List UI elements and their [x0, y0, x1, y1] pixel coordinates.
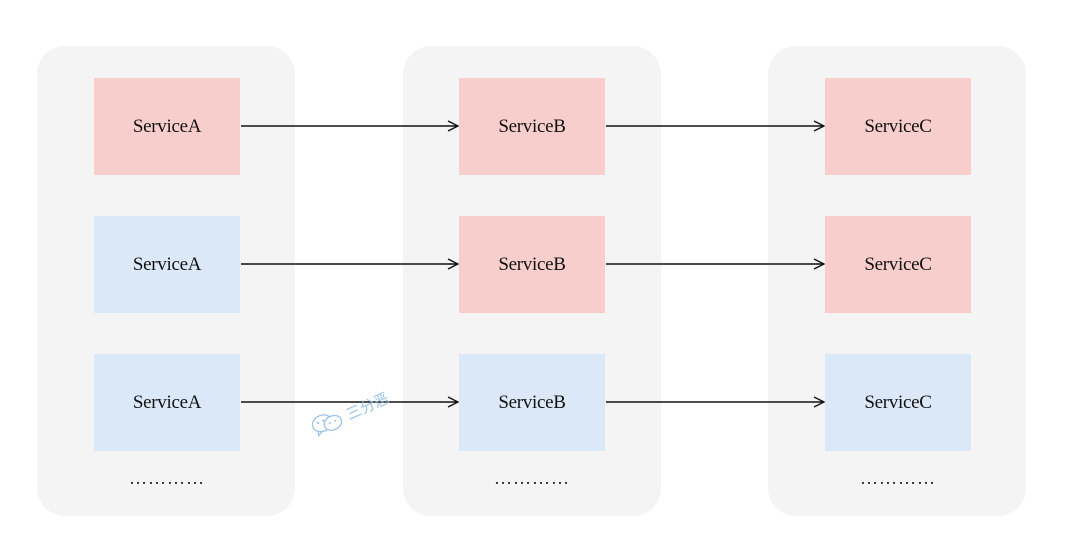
service-c-box-2: ServiceC: [825, 216, 971, 313]
wechat-icon: [311, 414, 343, 438]
service-b-box-2: ServiceB: [459, 216, 605, 313]
column-b-ellipsis: …………: [494, 468, 570, 488]
service-c-box-3: ServiceC: [825, 354, 971, 451]
service-a-box-2: ServiceA: [94, 216, 240, 313]
service-a-box-1: ServiceA: [94, 78, 240, 175]
column-c-ellipsis: …………: [860, 468, 936, 488]
service-a-box-3: ServiceA: [94, 354, 240, 451]
service-b-box-1: ServiceB: [459, 78, 605, 175]
service-b-box-3: ServiceB: [459, 354, 605, 451]
column-a-ellipsis: …………: [129, 468, 205, 488]
watermark: 三分恶: [307, 385, 393, 441]
service-c-box-1: ServiceC: [825, 78, 971, 175]
